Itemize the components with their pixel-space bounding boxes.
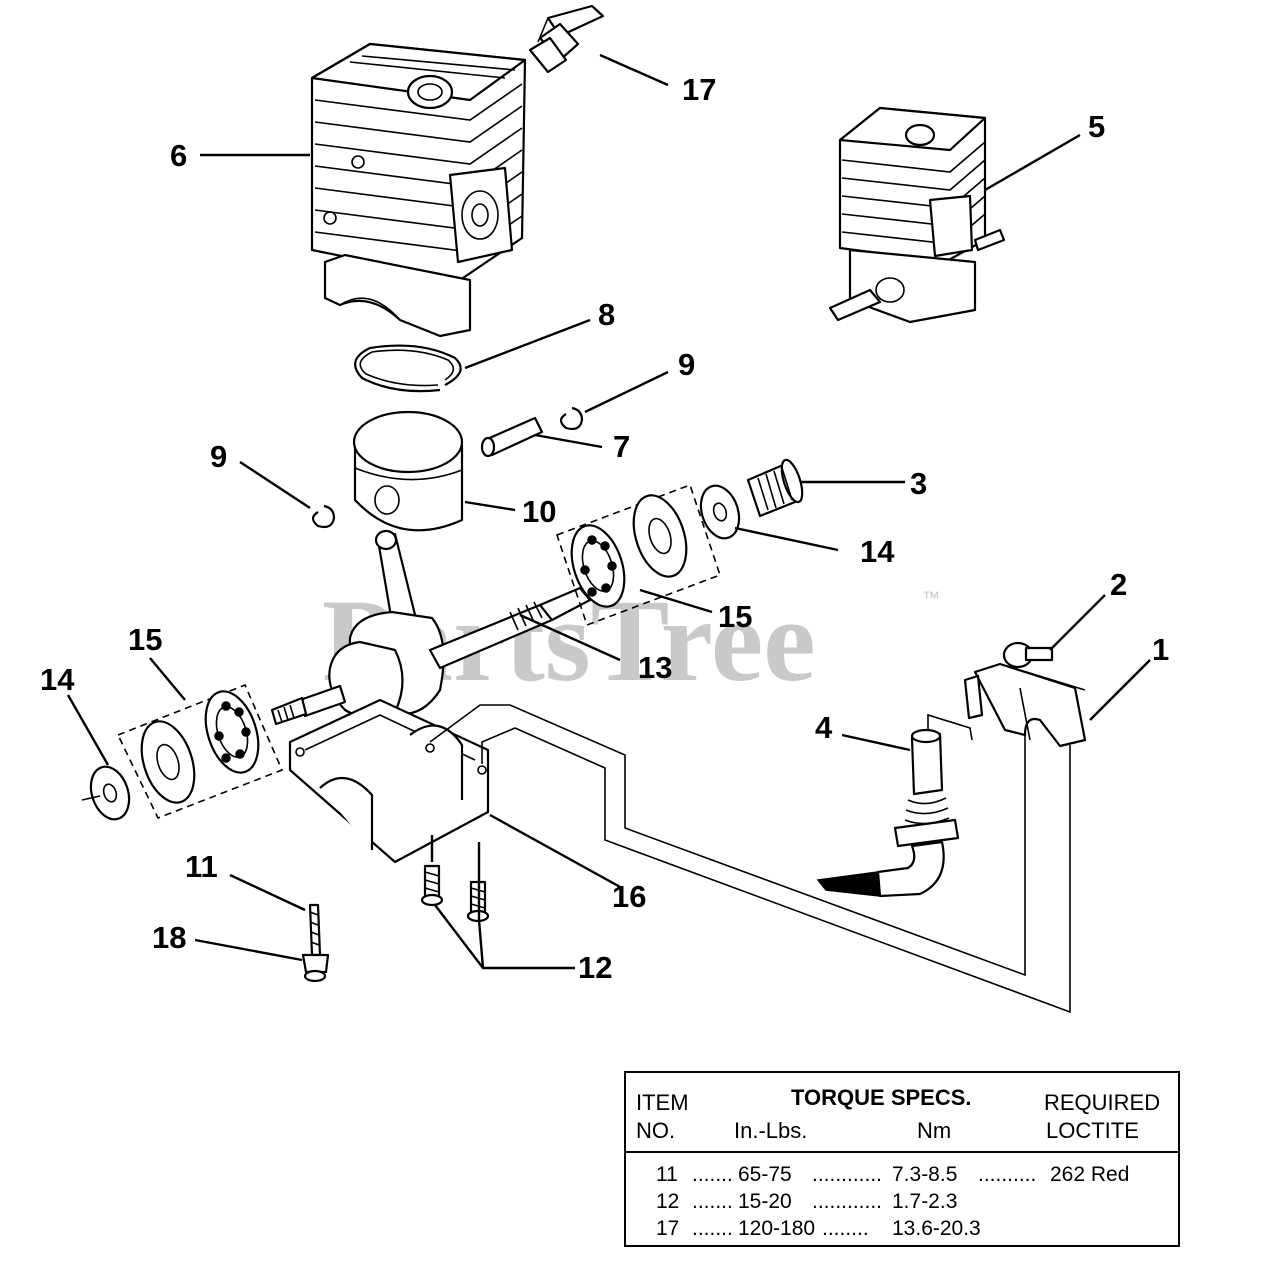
part-spring bbox=[746, 458, 804, 518]
table-row: 11 ....... 65-75 ............ 7.3-8.5 ..… bbox=[626, 1161, 1178, 1188]
row-item: 12 bbox=[656, 1190, 680, 1213]
row-dots: ....... bbox=[692, 1190, 733, 1213]
row-item: 17 bbox=[656, 1217, 680, 1240]
callout-9-upper: 9 bbox=[678, 347, 695, 382]
callout-14-right: 14 bbox=[860, 534, 895, 569]
callout-4: 4 bbox=[815, 710, 833, 745]
callout-11: 11 bbox=[185, 849, 218, 884]
part-impulse-hose bbox=[816, 713, 973, 898]
part-bolt-2 bbox=[1002, 641, 1054, 669]
row-dots: ....... bbox=[692, 1217, 733, 1240]
callout-5: 5 bbox=[1088, 109, 1105, 144]
callouts: 17 6 5 8 9 7 9 10 3 14 2 15 1 15 13 14 4… bbox=[40, 72, 1169, 985]
part-crankcase bbox=[288, 698, 490, 864]
part-screw-11 bbox=[301, 903, 330, 983]
part-circlip-upper bbox=[559, 406, 584, 431]
part-crankshaft bbox=[270, 529, 592, 726]
row-in-lbs: 120-180 bbox=[738, 1217, 816, 1240]
row-dots: ........ bbox=[822, 1217, 869, 1240]
part-seal-right bbox=[699, 484, 741, 540]
callout-2: 2 bbox=[1110, 567, 1127, 602]
col-item-line1: ITEM bbox=[636, 1090, 689, 1115]
row-nm: 1.7-2.3 bbox=[892, 1190, 958, 1213]
callout-9-lower: 9 bbox=[210, 439, 227, 474]
callout-8: 8 bbox=[598, 297, 615, 332]
callout-12: 12 bbox=[578, 950, 612, 985]
row-item: 11 bbox=[656, 1163, 678, 1186]
part-cylinder bbox=[310, 42, 527, 338]
table-row: 17 ....... 120-180 ........ 13.6-20.3 bbox=[626, 1215, 1178, 1242]
torque-spec-table: ITEM NO. TORQUE SPECS. In.-Lbs. Nm REQUI… bbox=[624, 1071, 1180, 1247]
callout-1: 1 bbox=[1152, 632, 1169, 667]
table-divider bbox=[626, 1151, 1178, 1153]
part-circlip-lower bbox=[311, 504, 336, 529]
part-piston-ring bbox=[354, 344, 462, 393]
row-nm: 13.6-20.3 bbox=[892, 1217, 981, 1240]
part-engine-assembly bbox=[828, 106, 1006, 324]
part-bearing-left bbox=[116, 683, 284, 820]
row-dots: ............ bbox=[812, 1190, 883, 1213]
callout-18: 18 bbox=[152, 920, 186, 955]
callout-15-right: 15 bbox=[718, 599, 752, 634]
row-dots: ....... bbox=[692, 1163, 733, 1186]
col-loctite-line2: LOCTITE bbox=[1046, 1118, 1139, 1143]
part-piston bbox=[352, 410, 464, 532]
leader-lines bbox=[66, 53, 1151, 970]
table-row: 12 ....... 15-20 ............ 1.7-2.3 bbox=[626, 1188, 1178, 1215]
col-nm: Nm bbox=[917, 1118, 952, 1143]
row-dots: .......... bbox=[978, 1163, 1037, 1186]
callout-13: 13 bbox=[638, 650, 672, 685]
callout-7: 7 bbox=[613, 429, 630, 464]
col-loctite-line1: REQUIRED bbox=[1044, 1090, 1161, 1115]
col-torque-title: TORQUE SPECS. bbox=[791, 1085, 972, 1110]
callout-15-left: 15 bbox=[128, 622, 162, 657]
part-spark-plug bbox=[528, 4, 605, 74]
row-dots: ............ bbox=[812, 1163, 883, 1186]
part-mount-bracket bbox=[963, 662, 1087, 748]
part-seal-left bbox=[81, 765, 131, 821]
row-loctite: 262 Red bbox=[1050, 1163, 1130, 1186]
callout-16: 16 bbox=[612, 879, 646, 914]
callout-6: 6 bbox=[170, 138, 187, 173]
callout-10: 10 bbox=[522, 494, 556, 529]
col-item-line2: NO. bbox=[636, 1118, 676, 1143]
part-screws-12 bbox=[420, 864, 490, 923]
part-piston-pin bbox=[480, 416, 544, 458]
callout-17: 17 bbox=[682, 72, 716, 107]
col-in-lbs: In.-Lbs. bbox=[734, 1118, 808, 1143]
row-nm: 7.3-8.5 bbox=[892, 1163, 958, 1186]
callout-14-left: 14 bbox=[40, 662, 75, 697]
callout-3: 3 bbox=[910, 466, 927, 501]
watermark-trademark: ™ bbox=[922, 588, 940, 608]
routing-lines bbox=[429, 704, 1071, 1014]
row-in-lbs: 65-75 bbox=[738, 1163, 792, 1186]
row-in-lbs: 15-20 bbox=[738, 1190, 792, 1213]
part-bearing-right bbox=[555, 483, 722, 627]
